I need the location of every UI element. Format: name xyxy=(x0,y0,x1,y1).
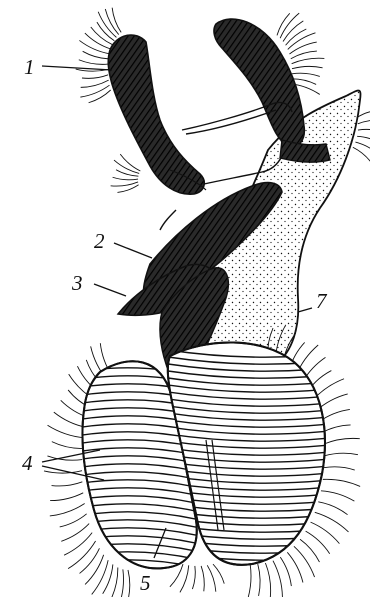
label-4: 4 xyxy=(22,451,33,475)
left-clasper xyxy=(108,35,206,194)
label-2: 2 xyxy=(94,229,105,253)
label-1: 1 xyxy=(24,55,35,79)
label-3: 3 xyxy=(71,271,83,295)
label-7: 7 xyxy=(316,289,328,313)
label-5: 5 xyxy=(140,571,151,595)
